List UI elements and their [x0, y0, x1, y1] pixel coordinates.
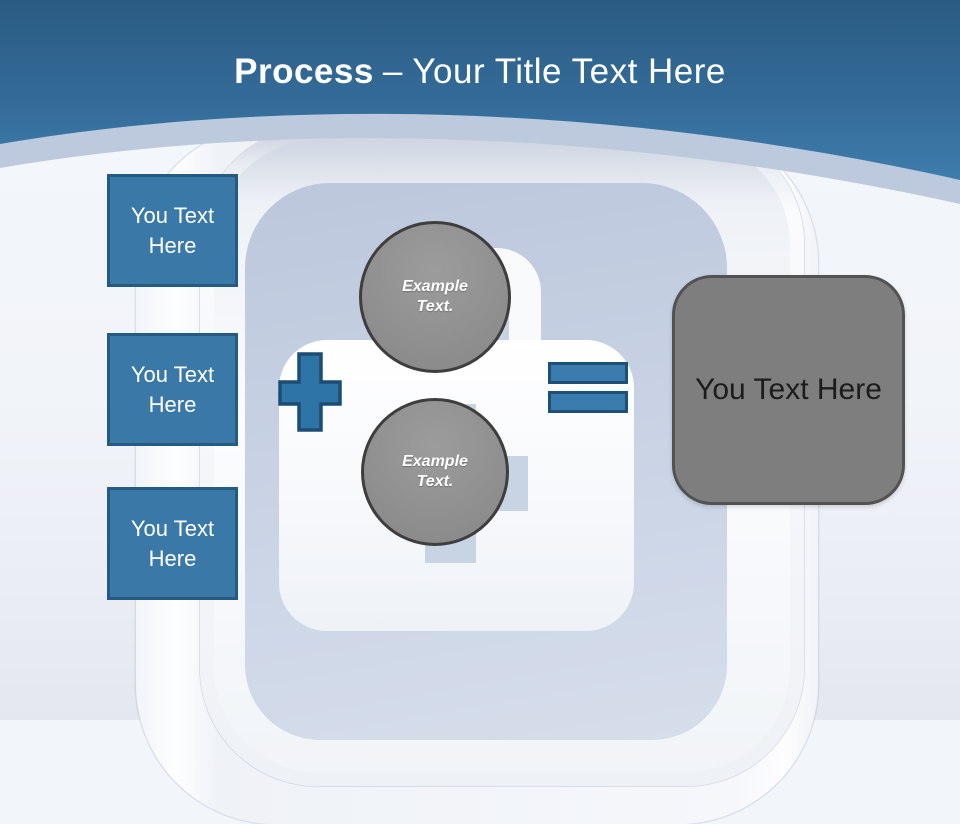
equals-icon [548, 362, 628, 413]
input-box-2[interactable]: You Text Here [107, 333, 238, 446]
result-box-label: You Text Here [695, 373, 882, 406]
input-box-1-label: You Text Here [130, 202, 215, 258]
result-box[interactable]: You Text Here [672, 275, 905, 505]
equals-bar-top [548, 362, 628, 384]
title-rest: – Your Title Text Here [382, 52, 726, 91]
example-circle-2[interactable]: Example Text. [361, 398, 509, 546]
example-circle-2-label: Example Text. [402, 453, 468, 490]
example-circle-1[interactable]: Example Text. [359, 221, 511, 373]
input-box-2-label: You Text Here [130, 361, 215, 417]
plus-icon [278, 352, 342, 432]
equals-bar-bottom [548, 391, 628, 413]
slide-title[interactable]: Process– Your Title Text Here [0, 52, 960, 92]
input-box-1[interactable]: You Text Here [107, 174, 238, 287]
input-box-3-label: You Text Here [130, 515, 215, 571]
example-circle-1-label: Example Text. [402, 278, 468, 315]
title-keyword: Process [234, 52, 374, 91]
input-box-3[interactable]: You Text Here [107, 487, 238, 600]
